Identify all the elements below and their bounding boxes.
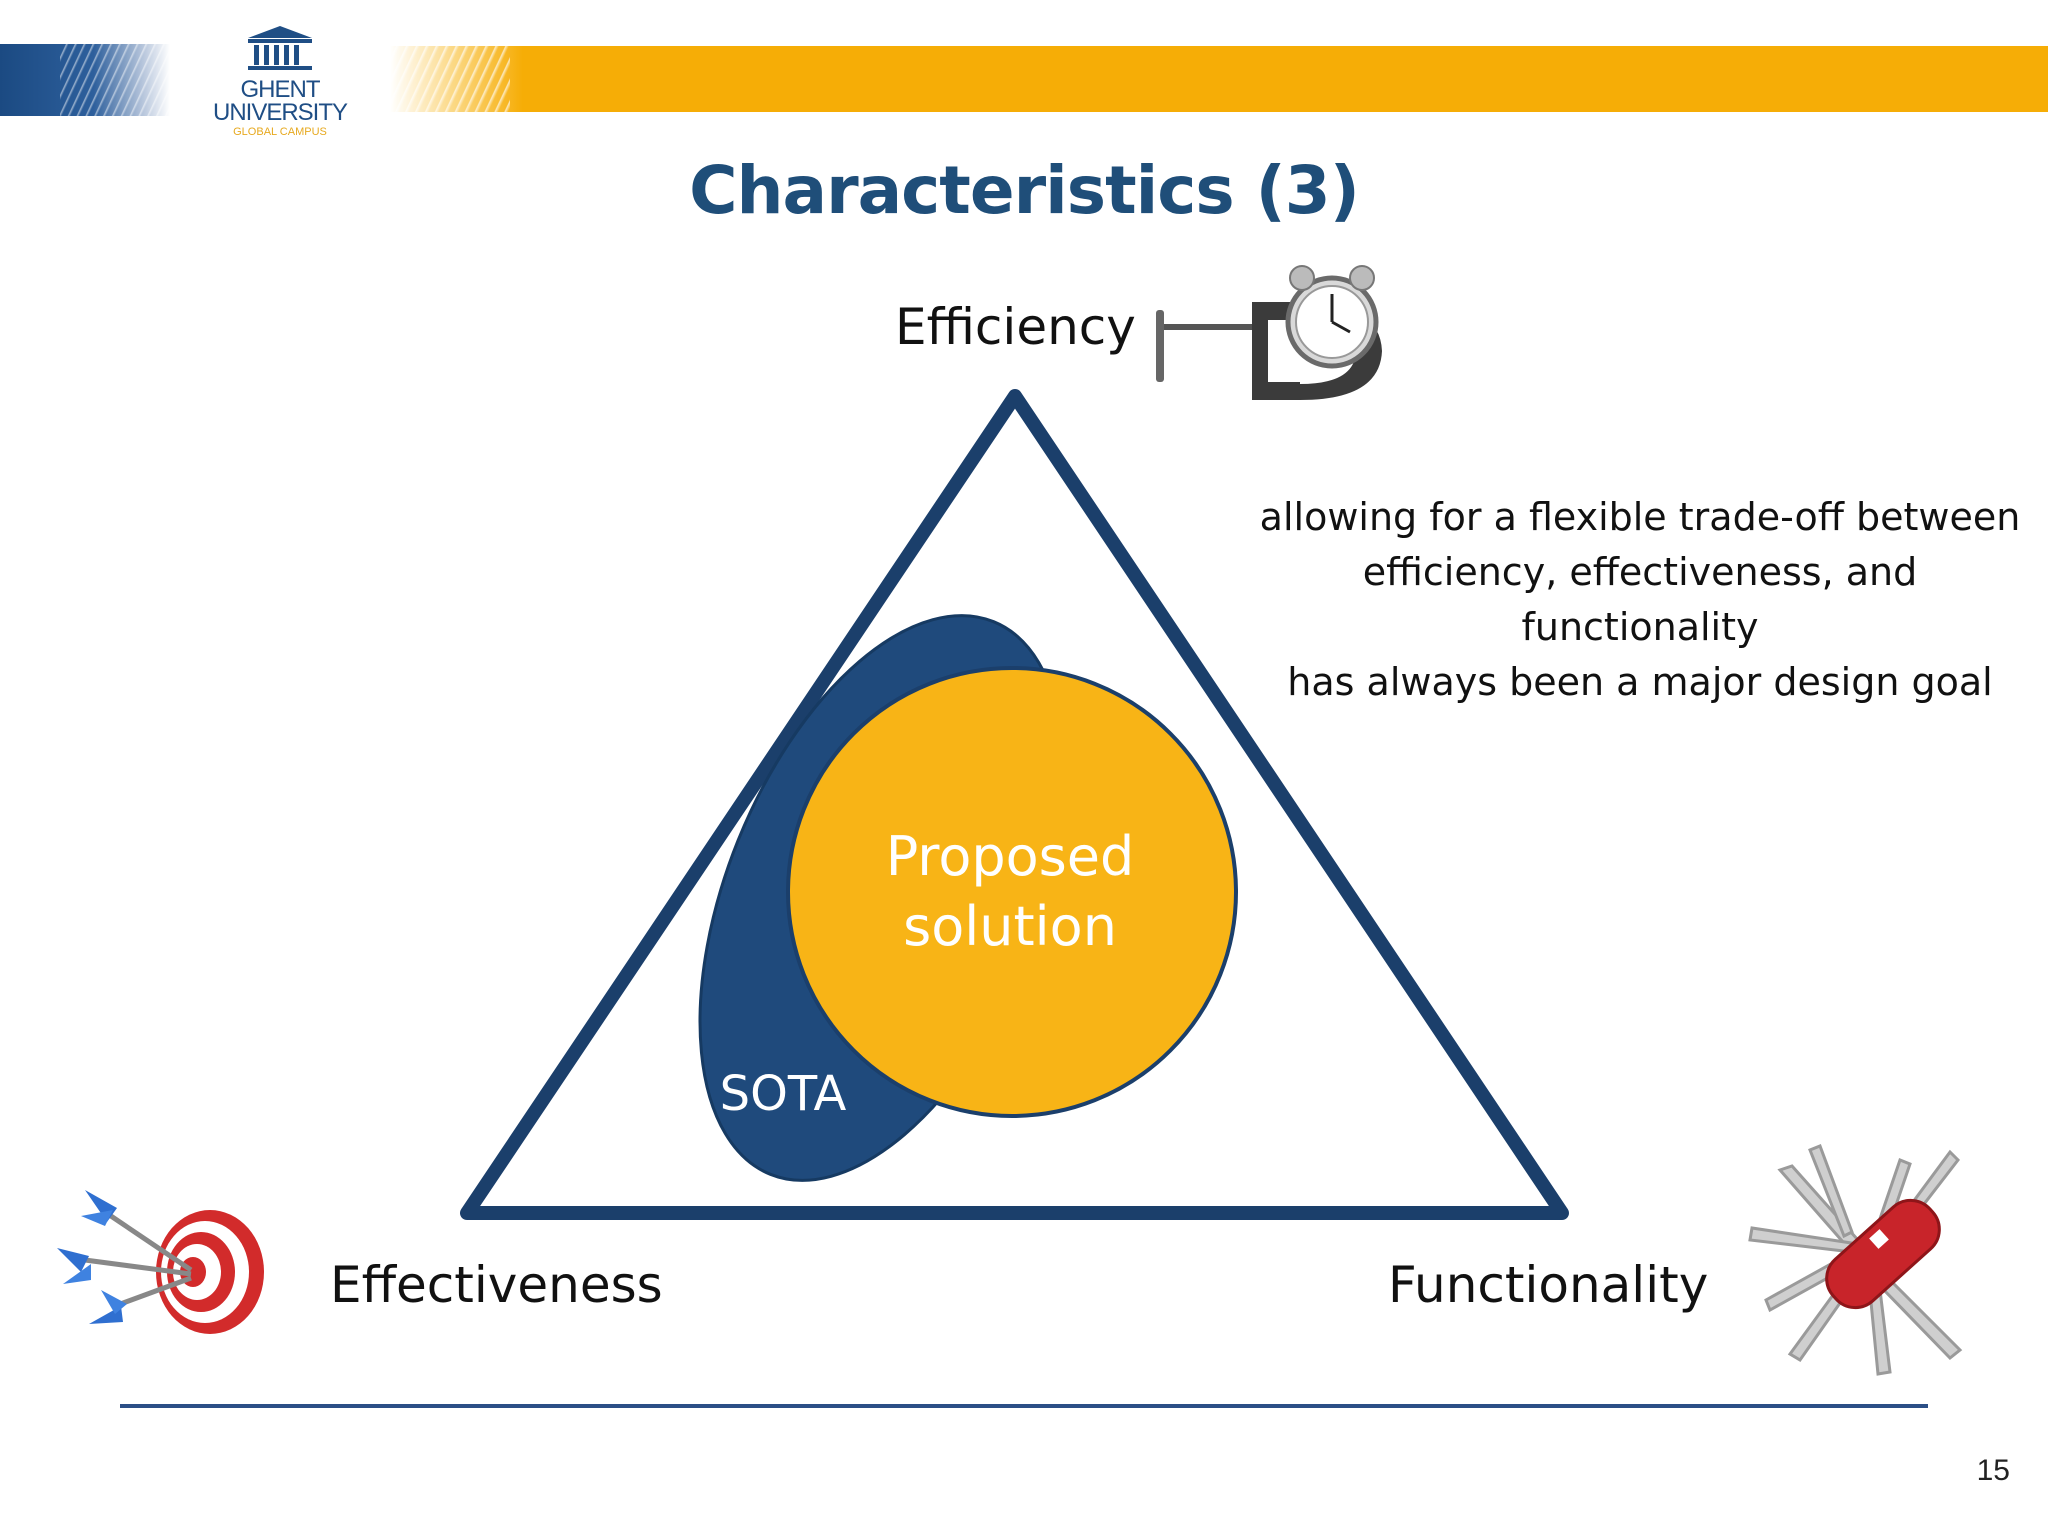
sota-label: SOTA <box>720 1066 847 1122</box>
page-number: 15 <box>1976 1454 2010 1487</box>
proposed-label-line2: solution <box>903 895 1117 958</box>
clock-in-clamp-icon <box>1156 265 1382 400</box>
vertex-label-efficiency: Efficiency <box>895 298 1136 356</box>
note-line-3: has always been a major design goal <box>1287 660 1993 704</box>
footer-divider <box>120 1404 1928 1408</box>
header-bar-gold-brush <box>390 46 510 112</box>
vertex-label-effectiveness: Effectiveness <box>330 1256 663 1314</box>
proposed-solution-circle <box>786 666 1238 1118</box>
note-line-2: efficiency, effectiveness, and functiona… <box>1362 550 1918 649</box>
dart-target-icon <box>57 1190 264 1334</box>
tradeoff-note: allowing for a flexible trade-off betwee… <box>1240 490 2040 710</box>
slide-title: Characteristics (3) <box>689 152 1360 229</box>
logo-text-global-campus: GLOBAL CAMPUS <box>233 126 327 138</box>
vertex-label-functionality: Functionality <box>1388 1256 1709 1314</box>
logo-text-university: UNIVERSITY <box>212 99 348 126</box>
swiss-army-knife-icon <box>1748 1144 1963 1376</box>
header-bar-gold <box>390 46 2048 112</box>
header-bar-blue-brush <box>60 44 170 116</box>
ghent-university-logo-icon <box>248 26 312 70</box>
logo-text-ghent: GHENT <box>240 76 321 103</box>
proposed-label-line1: Proposed <box>886 825 1135 888</box>
note-line-1: allowing for a flexible trade-off betwee… <box>1259 495 2021 539</box>
